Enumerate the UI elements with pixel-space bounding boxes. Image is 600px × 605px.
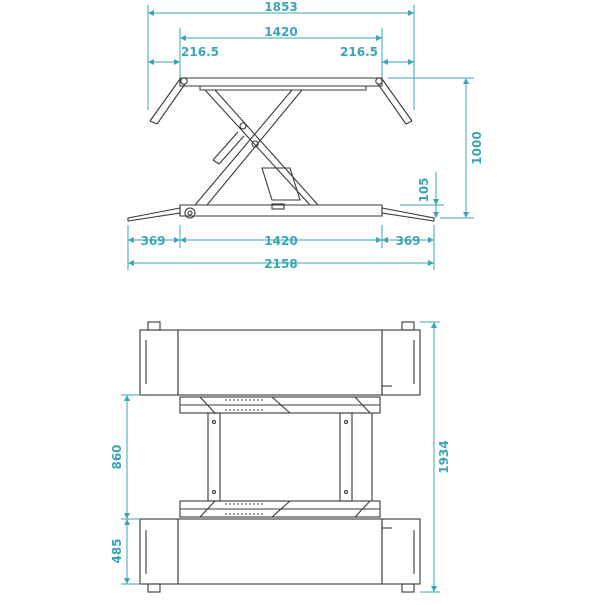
side-scissor-arm-b bbox=[194, 89, 303, 206]
top-view-arrowheads bbox=[124, 322, 437, 592]
dim-top-right-offset: 216.5 bbox=[340, 45, 378, 59]
side-bottom-ramp-right bbox=[381, 207, 435, 222]
dim-height-min: 105 bbox=[417, 177, 431, 202]
dim-platform-width: 485 bbox=[110, 538, 124, 563]
dim-overall-length: 1934 bbox=[437, 440, 451, 473]
side-deck-rim bbox=[199, 86, 367, 91]
top-platform-upper bbox=[139, 321, 421, 396]
side-view-dimensions bbox=[127, 5, 474, 270]
dim-bottom-overall: 2158 bbox=[264, 257, 297, 271]
dim-bottom-inner: 1420 bbox=[264, 234, 297, 248]
side-deck bbox=[179, 77, 383, 87]
top-rail-upper bbox=[179, 396, 381, 414]
dim-bottom-right-ramp: 369 bbox=[395, 234, 420, 248]
side-bottom-ramp-left bbox=[127, 207, 181, 222]
dim-top-left-offset: 216.5 bbox=[181, 45, 219, 59]
top-view bbox=[139, 321, 421, 593]
side-scissor-arm-a bbox=[204, 89, 319, 206]
top-platform-lower bbox=[139, 518, 421, 593]
top-view-labels: 1934 860 485 bbox=[110, 440, 451, 563]
side-view-labels: 1853 1420 216.5 216.5 1000 105 369 1420 … bbox=[140, 0, 484, 271]
top-cross-members bbox=[207, 412, 373, 502]
side-view bbox=[127, 77, 435, 222]
dim-top-overall: 1853 bbox=[264, 0, 297, 14]
top-view-dimensions bbox=[121, 321, 440, 593]
dim-height-total: 1000 bbox=[470, 131, 484, 164]
side-hydraulic-cylinder bbox=[212, 131, 245, 165]
side-base-frame bbox=[179, 204, 383, 217]
side-view-arrowheads bbox=[128, 10, 469, 266]
dim-bottom-left-ramp: 369 bbox=[140, 234, 165, 248]
dim-gap-between-platforms: 860 bbox=[110, 444, 124, 469]
dim-top-inner: 1420 bbox=[264, 25, 297, 39]
top-rail-lower bbox=[179, 500, 381, 518]
side-upper-ramp-left bbox=[149, 78, 186, 125]
side-upper-ramp-right bbox=[377, 78, 413, 125]
